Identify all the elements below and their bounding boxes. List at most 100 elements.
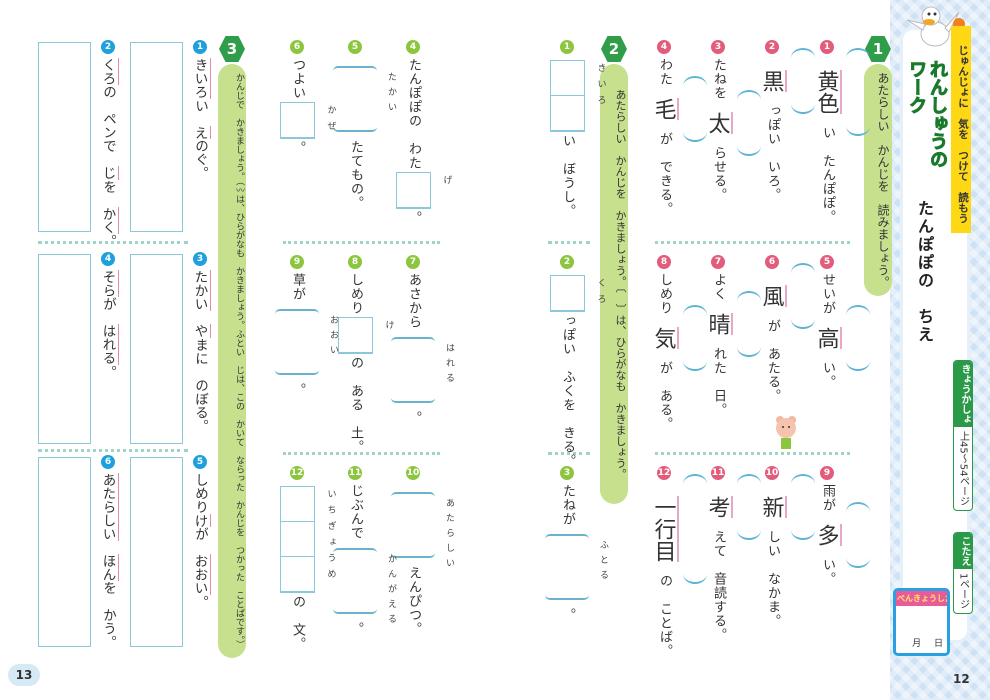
item-number-badge: 8 — [657, 255, 671, 269]
kanji-answer-box[interactable]: くろ — [549, 275, 606, 312]
reading-hint: あたらしい — [444, 498, 454, 573]
answer-cell[interactable] — [550, 96, 584, 131]
kanji-answer-box[interactable]: きいろ — [549, 60, 606, 132]
reading-hint: たかい — [386, 72, 396, 117]
sentence-text: しめり — [657, 273, 672, 315]
page-number-right: 12 — [953, 672, 970, 686]
item-number-badge: 2 — [101, 40, 115, 54]
sentence-text: 。 — [192, 594, 208, 609]
answer-writing-box[interactable] — [38, 42, 91, 232]
answer-writing-box[interactable] — [130, 254, 183, 444]
answer-bracket[interactable]: たかい — [333, 66, 396, 132]
item-number-badge: 9 — [290, 255, 304, 269]
item-number-badge: 4 — [101, 252, 115, 266]
sentence-text: まに のぼる。 — [192, 337, 208, 433]
marked-word: じ — [98, 166, 119, 180]
sentence-text: が — [100, 297, 116, 324]
sentence-text: の ある 土。 — [348, 356, 363, 454]
item-number-badge: 4 — [657, 40, 671, 54]
sentence-text: 。 — [560, 608, 575, 622]
bear-mascot-icon — [776, 416, 796, 449]
sentence-text: のぐ。 — [192, 139, 208, 180]
kanji-to-read: 高 — [813, 305, 870, 371]
answer-bracket[interactable]: はれる — [391, 337, 454, 403]
study-date-box[interactable]: べんきょうした日 月 日 — [893, 588, 950, 656]
answer-writing-box[interactable] — [130, 42, 183, 232]
duck-mascot-icon — [906, 6, 960, 47]
reading-hint: かぜ — [325, 105, 336, 137]
marked-word: あたらしい — [98, 473, 119, 541]
sentence-text: が あたる。 — [765, 319, 780, 403]
sentence-text: い たんぽぽ。 — [820, 126, 835, 224]
answer-cell[interactable] — [338, 318, 372, 353]
reading-hint: け — [383, 320, 394, 336]
sentence-text: が ある。 — [657, 361, 672, 431]
item-number-badge: 11 — [348, 466, 362, 480]
kanji-to-read: 多 — [813, 502, 870, 568]
item-number-badge: 7 — [406, 255, 420, 269]
sentence-text: の ことば。 — [657, 574, 672, 658]
section-2-instruction: あたらしい かんじを かきましょう。〔 〕は、ひらがなも かきましょう。 — [600, 64, 628, 504]
answer-page: 1ページ — [957, 573, 969, 610]
answer-writing-box[interactable] — [130, 457, 183, 647]
exercise-item: 8 しめり気が ある。 — [634, 255, 707, 431]
sentence-text: たねが — [560, 484, 575, 526]
reading-hint: いちぎょうめ — [325, 489, 336, 585]
sentence-text: しめり — [348, 273, 363, 315]
sentence-text: わた — [657, 58, 672, 86]
marked-word: え — [190, 125, 211, 139]
kanji-to-read: 一行目 — [650, 474, 707, 584]
kanji-to-read: 気 — [650, 305, 707, 371]
sentence-text: 。 — [100, 364, 116, 379]
sentence-text: い ぼうし。 — [560, 134, 575, 218]
answer-cell[interactable] — [280, 103, 314, 138]
answer-cell[interactable] — [280, 522, 314, 557]
kanji-answer-box[interactable]: いちぎょうめ — [279, 486, 336, 593]
logo-line-1: れんしゅうの — [927, 60, 949, 169]
answer-bracket[interactable]: ふとる — [545, 534, 608, 600]
item-number-badge: 1 — [820, 40, 834, 54]
kanji-answer-box[interactable]: げ — [395, 172, 452, 209]
reading-hint: ふとる — [598, 540, 608, 585]
item-number-badge: 3 — [560, 466, 574, 480]
sentence-text: しい なかま。 — [765, 530, 780, 628]
answer-cell[interactable] — [550, 61, 584, 96]
item-number-badge: 1 — [193, 40, 207, 54]
study-date-fields[interactable]: 月 日 — [912, 639, 943, 649]
kanji-to-read: 風 — [758, 263, 815, 329]
item-number-badge: 10 — [406, 466, 420, 480]
item-number-badge: 11 — [711, 466, 725, 480]
answer-cell[interactable] — [280, 487, 314, 522]
sentence-text: れた 日。 — [711, 347, 726, 417]
answer-cell[interactable] — [550, 276, 584, 311]
kanji-answer-box[interactable]: かぜ — [279, 102, 336, 139]
sentence-text: っぽい いろ。 — [765, 104, 780, 202]
answer-writing-box[interactable] — [38, 457, 91, 647]
marked-word: くろ — [98, 58, 119, 85]
kanji-answer-box[interactable]: け — [337, 317, 394, 354]
reading-hint: かんがえる — [386, 554, 396, 629]
answer-bracket[interactable]: あたらしい — [391, 492, 454, 573]
item-number-badge: 5 — [820, 255, 834, 269]
answer-bracket[interactable]: おおい — [275, 309, 338, 375]
sentence-text: しめり — [192, 473, 208, 514]
answer-bracket[interactable]: かんがえる — [333, 548, 396, 629]
answer-writing-box[interactable] — [38, 254, 91, 444]
answer-cell[interactable] — [280, 557, 314, 592]
answer-cell[interactable] — [396, 173, 430, 208]
workbook-logo: れんしゅうのワーク — [906, 60, 949, 169]
item-number-badge: 4 — [406, 40, 420, 54]
item-number-badge: 3 — [193, 252, 207, 266]
